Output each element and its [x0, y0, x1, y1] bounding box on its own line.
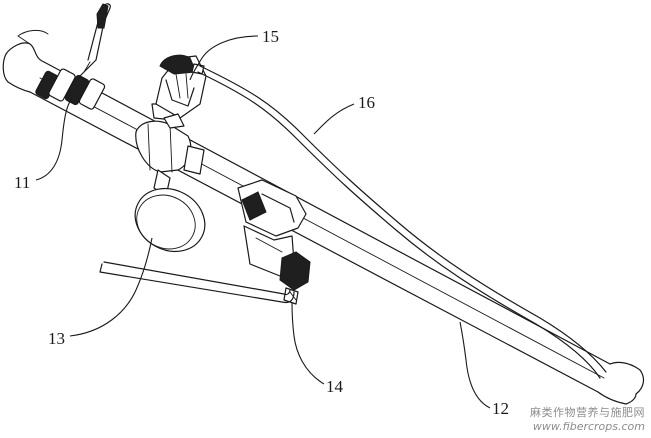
label-16: 16	[358, 93, 375, 112]
pressure-gauge	[134, 169, 206, 253]
watermark-title: 麻类作物营养与施肥网	[530, 406, 645, 419]
main-pipe	[2, 29, 645, 405]
label-14: 14	[326, 377, 344, 396]
solenoid-valve-lower	[237, 179, 311, 305]
ball-valve	[35, 3, 111, 110]
label-13: 13	[48, 329, 65, 348]
capillary-tube	[197, 65, 607, 379]
watermark: 麻类作物营养与施肥网 www.fibercrops.com	[530, 406, 645, 434]
leader-lines	[35, 35, 491, 409]
watermark-url: www.fibercrops.com	[532, 420, 645, 433]
label-15: 15	[262, 27, 279, 46]
bypass-tube	[99, 261, 297, 304]
label-12: 12	[492, 399, 509, 418]
label-11: 11	[14, 173, 30, 192]
tee-fitting	[135, 103, 205, 175]
